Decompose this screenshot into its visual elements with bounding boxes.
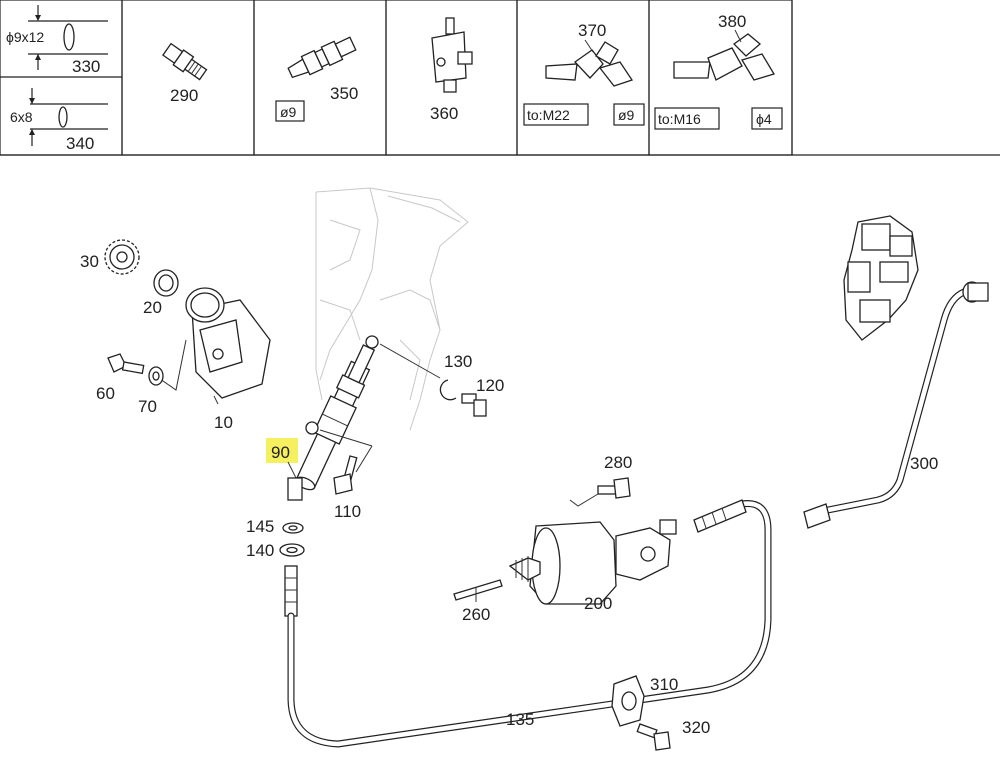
part-280-bolt[interactable] — [597, 477, 631, 499]
callout-110: 110 — [334, 502, 361, 521]
fitting-360-icon — [431, 17, 473, 93]
fitting-370-tag-right: ø9 — [618, 107, 635, 123]
callout-90: 90 — [271, 443, 290, 462]
part-30-knob[interactable] — [104, 239, 140, 275]
part-300-pipe[interactable] — [803, 281, 989, 529]
part-310-bracket[interactable] — [611, 675, 645, 727]
fitting-370-number: 370 — [578, 21, 606, 40]
fitting-350-icon — [287, 36, 357, 79]
pipe-340-number: 340 — [66, 134, 94, 153]
callout-90-highlight — [266, 438, 298, 463]
part-10-reservoir[interactable] — [185, 287, 271, 405]
fitting-290-cell[interactable]: 290 — [162, 42, 208, 105]
part-90-master-cylinder[interactable] — [287, 335, 381, 501]
part-60-bolt[interactable] — [107, 353, 145, 375]
callout-320: 320 — [682, 718, 710, 737]
fitting-360-number: 360 — [430, 104, 458, 123]
callout-30: 30 — [80, 252, 99, 271]
fitting-290-number: 290 — [170, 86, 198, 105]
part-320-bolt[interactable] — [636, 723, 671, 751]
callout-310: 310 — [650, 675, 678, 694]
callout-200: 200 — [584, 594, 612, 613]
callout-60: 60 — [96, 384, 115, 403]
part-200-slave-cylinder[interactable] — [508, 499, 747, 605]
background-bracket-outline — [315, 187, 469, 431]
fitting-370-cell[interactable]: 370 to:M22 ø9 — [523, 21, 645, 126]
callout-260: 260 — [462, 605, 490, 624]
pipe-330-number: 330 — [72, 57, 100, 76]
pipe-330-size: ϕ9x12 — [6, 29, 44, 45]
callout-280: 280 — [604, 453, 632, 472]
part-135-pipe[interactable] — [284, 500, 772, 748]
callout-20: 20 — [143, 298, 162, 317]
part-140-washer[interactable] — [279, 543, 305, 557]
fitting-370-icon — [545, 41, 634, 87]
pipe-340-cell[interactable]: 6x8 340 — [10, 88, 108, 153]
fitting-290-icon — [162, 42, 208, 81]
part-120-bolt[interactable] — [461, 393, 487, 417]
callout-10: 10 — [214, 413, 233, 432]
callout-145: 145 — [246, 517, 274, 536]
callout-130: 130 — [444, 352, 472, 371]
pipe-340-size: 6x8 — [10, 109, 33, 125]
callout-140: 140 — [246, 541, 274, 560]
fitting-380-cell[interactable]: 380 to:M16 ϕ4 — [654, 12, 783, 130]
fitting-350-cell[interactable]: ø9 350 — [275, 35, 358, 122]
callout-120: 120 — [476, 376, 504, 395]
callout-70: 70 — [138, 397, 157, 416]
fitting-350-tag: ø9 — [280, 104, 297, 120]
fitting-380-tag-right: ϕ4 — [756, 111, 772, 127]
part-260-push-rod[interactable] — [453, 579, 503, 601]
fitting-380-icon — [673, 33, 775, 81]
part-70-washer[interactable] — [148, 366, 164, 386]
part-145-washer[interactable] — [282, 522, 304, 534]
header-table — [0, 0, 1000, 156]
fitting-370-tag-left: to:M22 — [527, 107, 570, 123]
fitting-380-number: 380 — [718, 12, 746, 31]
part-110-bolt[interactable] — [333, 455, 358, 495]
callout-135: 135 — [506, 710, 534, 729]
pipe-330-cell[interactable]: ϕ9x12 330 — [6, 5, 108, 76]
fitting-380-tag-left: to:M16 — [658, 111, 701, 127]
fitting-350-number: 350 — [330, 84, 358, 103]
callout-300: 300 — [910, 454, 938, 473]
part-130-clip[interactable] — [439, 379, 457, 401]
valve-assembly[interactable] — [843, 215, 919, 341]
fitting-360-cell[interactable]: 360 — [430, 17, 473, 123]
part-20-ring[interactable] — [153, 269, 179, 297]
